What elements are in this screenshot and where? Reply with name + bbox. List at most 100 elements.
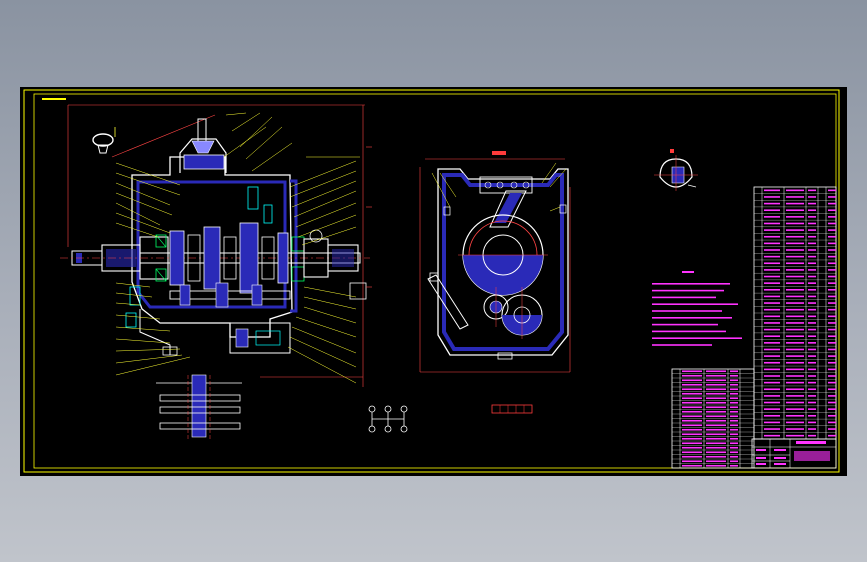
parts-cell xyxy=(764,308,780,311)
table-cell xyxy=(682,419,702,422)
parts-cell xyxy=(786,322,804,324)
table-cell xyxy=(682,428,702,431)
parts-cell xyxy=(764,216,780,218)
table-cell xyxy=(730,433,738,436)
parts-cell xyxy=(764,275,780,278)
parts-cell xyxy=(786,288,804,291)
parts-cell xyxy=(786,302,804,304)
table-cell xyxy=(706,433,726,436)
left-leader-lines xyxy=(115,162,191,376)
table-cell xyxy=(730,460,738,463)
table-cell xyxy=(730,415,738,418)
parts-cell xyxy=(808,242,816,245)
parts-cell xyxy=(828,229,836,231)
parts-cell xyxy=(786,209,804,212)
table-cell xyxy=(682,455,702,458)
parts-cell xyxy=(828,235,836,238)
table-cell xyxy=(706,415,726,418)
table-cell xyxy=(682,374,702,377)
shift-pattern-diagram xyxy=(368,405,408,433)
table-cell xyxy=(682,446,702,449)
parts-cell xyxy=(828,269,836,271)
parts-cell xyxy=(764,381,780,384)
parts-cell xyxy=(808,408,816,410)
table-cell xyxy=(706,428,726,431)
table-cell xyxy=(706,460,726,463)
table-cell xyxy=(682,433,702,436)
outer-frame xyxy=(23,89,840,473)
parts-cell xyxy=(764,235,780,238)
table-cell xyxy=(730,446,738,449)
parts-cell xyxy=(808,209,816,212)
table-cell xyxy=(682,392,702,395)
parts-cell xyxy=(786,235,804,238)
parts-cell xyxy=(764,242,780,245)
parts-cell xyxy=(828,355,836,357)
note-line xyxy=(652,330,726,333)
parts-cell xyxy=(828,249,836,251)
parts-cell xyxy=(786,222,804,225)
table-cell xyxy=(706,370,726,373)
right-leader-lines xyxy=(287,156,360,384)
parts-cell xyxy=(786,408,804,410)
note-line xyxy=(652,337,742,339)
parts-cell xyxy=(808,368,816,371)
parts-cell xyxy=(764,328,780,331)
table-cell xyxy=(682,415,702,418)
parts-cell xyxy=(808,202,816,205)
parts-cell xyxy=(808,216,816,218)
table-cell xyxy=(730,455,738,458)
parts-cell xyxy=(828,421,836,424)
parts-cell xyxy=(764,388,780,391)
parts-cell xyxy=(764,295,780,298)
parts-cell xyxy=(828,428,836,430)
parts-cell xyxy=(764,421,780,424)
parts-cell xyxy=(786,262,804,265)
table-cell xyxy=(682,401,702,404)
parts-cell xyxy=(808,328,816,331)
note-line xyxy=(652,296,716,299)
parts-cell xyxy=(786,275,804,278)
parts-cell xyxy=(808,355,816,357)
parts-cell xyxy=(786,355,804,357)
parts-cell xyxy=(828,242,836,245)
note-line xyxy=(652,289,724,292)
parts-cell xyxy=(786,282,804,284)
parts-cell xyxy=(828,434,836,437)
parts-cell xyxy=(808,342,816,344)
parts-cell xyxy=(786,242,804,245)
parts-cell xyxy=(808,222,816,225)
parts-cell xyxy=(828,302,836,304)
parts-cell xyxy=(828,375,836,377)
table-cell xyxy=(730,392,738,395)
parts-cell xyxy=(786,189,804,192)
parts-cell xyxy=(828,381,836,384)
table-cell xyxy=(682,379,702,382)
parts-cell xyxy=(828,361,836,364)
parts-cell xyxy=(808,348,816,351)
table-cell xyxy=(706,379,726,382)
parts-cell xyxy=(764,229,780,231)
parts-cell xyxy=(764,375,780,377)
table-cell xyxy=(730,464,738,467)
parts-cell xyxy=(764,428,780,430)
table-cell xyxy=(706,397,726,400)
parts-cell xyxy=(786,216,804,218)
parts-cell xyxy=(828,216,836,218)
table-cell xyxy=(706,410,726,413)
cad-viewport[interactable] xyxy=(20,87,847,476)
parts-cell xyxy=(786,295,804,298)
parts-cell xyxy=(786,434,804,437)
section-label-box xyxy=(491,404,533,414)
parts-cell xyxy=(808,414,816,417)
parts-cell xyxy=(786,342,804,344)
table-cell xyxy=(730,383,738,386)
parts-cell xyxy=(764,361,780,364)
parts-cell xyxy=(808,381,816,384)
parts-cell xyxy=(764,355,780,357)
parts-cell xyxy=(786,414,804,417)
parts-cell xyxy=(786,308,804,311)
parts-cell xyxy=(828,262,836,265)
cad-drawing xyxy=(23,89,840,473)
parts-cell xyxy=(828,401,836,404)
